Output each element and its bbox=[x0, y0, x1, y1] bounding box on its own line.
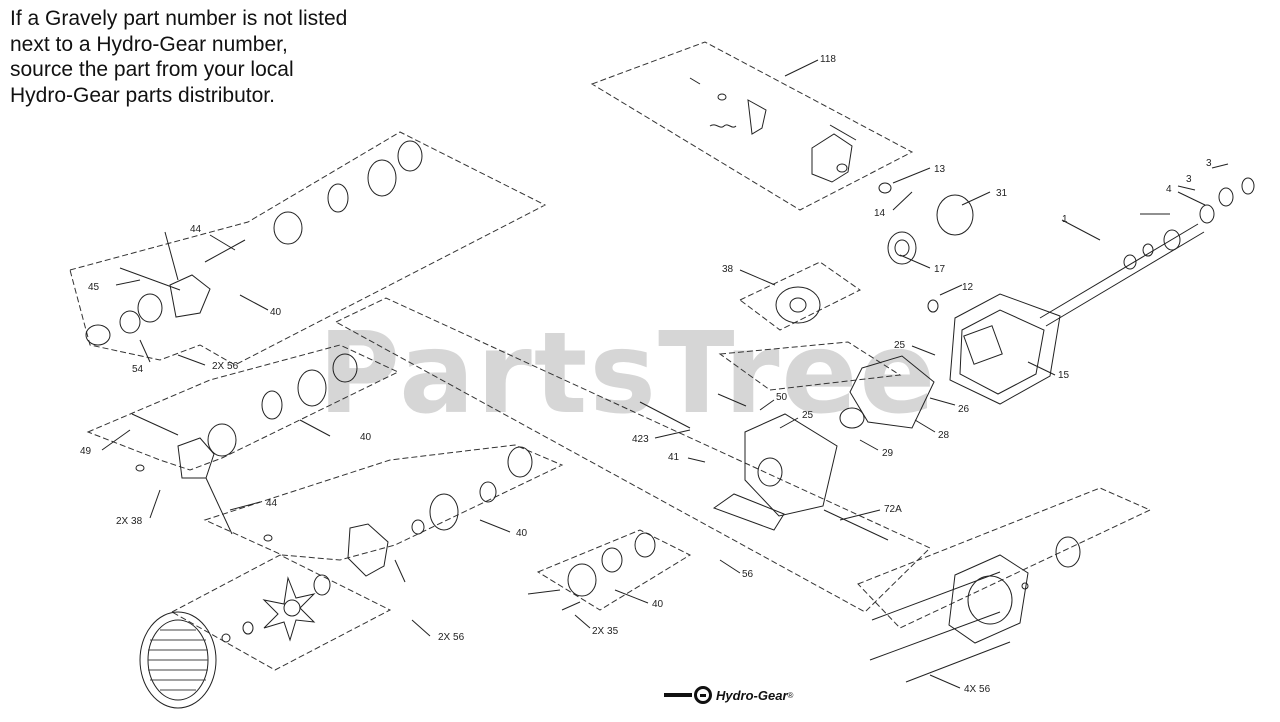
callout-3-top: 3 bbox=[1206, 158, 1212, 169]
logo-bar-icon bbox=[664, 693, 692, 697]
main-housing bbox=[949, 293, 1061, 405]
callout-40-middle: 40 bbox=[360, 432, 372, 443]
boundary-bottom-center bbox=[536, 529, 692, 611]
callout-labels: 118 13 14 31 3 3 4 1 17 38 12 25 15 26 2… bbox=[80, 54, 1212, 695]
callout-4: 4 bbox=[1166, 184, 1172, 195]
center-parts bbox=[639, 286, 935, 541]
callout-29: 29 bbox=[882, 448, 894, 459]
callout-15: 15 bbox=[1058, 370, 1070, 381]
callout-13: 13 bbox=[934, 164, 946, 175]
callout-14: 14 bbox=[874, 208, 886, 219]
left-middle-parts bbox=[131, 353, 358, 535]
callout-40-bottom: 40 bbox=[652, 599, 664, 610]
callout-118: 118 bbox=[820, 54, 836, 65]
boundary-right-endcap bbox=[857, 487, 1152, 629]
callout-40-upper: 40 bbox=[270, 307, 282, 318]
notice-line: source the part from your local bbox=[10, 58, 294, 81]
callout-17: 17 bbox=[934, 264, 946, 275]
logo-swirl-icon bbox=[694, 686, 712, 704]
callout-41: 41 bbox=[668, 452, 680, 463]
registered-mark: ® bbox=[787, 690, 794, 700]
callout-4x56: 4X 56 bbox=[964, 684, 991, 695]
callout-26: 26 bbox=[958, 404, 970, 415]
callout-25-block: 25 bbox=[802, 410, 814, 421]
callout-56: 56 bbox=[742, 569, 754, 580]
input-shaft-assembly bbox=[887, 177, 1255, 327]
left-upper-parts bbox=[85, 140, 423, 346]
boundary-left-upper-assembly bbox=[69, 131, 547, 366]
linkage-parts bbox=[689, 77, 892, 194]
callout-28: 28 bbox=[938, 430, 950, 441]
callout-72a: 72A bbox=[884, 504, 902, 515]
callout-31: 31 bbox=[996, 188, 1008, 199]
boundary-left-middle-assembly bbox=[86, 344, 400, 471]
callout-40-lower: 40 bbox=[516, 528, 528, 539]
part-sourcing-notice: If a Gravely part number is not listed n… bbox=[10, 6, 480, 108]
notice-line: next to a Hydro-Gear number, bbox=[10, 32, 288, 56]
callout-423: 423 bbox=[632, 434, 649, 445]
callout-49: 49 bbox=[80, 446, 92, 457]
left-lower-parts bbox=[263, 446, 533, 596]
callout-2x38: 2X 38 bbox=[116, 516, 143, 527]
callout-50: 50 bbox=[776, 392, 788, 403]
boundary-center-disk bbox=[739, 261, 861, 331]
boundary-fan-assembly bbox=[170, 554, 392, 671]
callout-25-upper: 25 bbox=[894, 340, 906, 351]
boundary-left-lower-assembly bbox=[203, 444, 564, 561]
notice-line: If a Gravely part number is not listed bbox=[10, 7, 348, 30]
parts-tree-watermark: PartsTree bbox=[318, 309, 937, 439]
callout-3: 3 bbox=[1186, 174, 1192, 185]
callout-2x35: 2X 35 bbox=[592, 626, 619, 637]
brand-name: Hydro-Gear bbox=[716, 687, 788, 703]
callout-45: 45 bbox=[88, 282, 100, 293]
fan-and-cover bbox=[139, 576, 316, 709]
callout-2x56-fan: 2X 56 bbox=[438, 632, 465, 643]
callout-54: 54 bbox=[132, 364, 144, 375]
callout-2x56-left: 2X 56 bbox=[212, 361, 239, 372]
notice-line: Hydro-Gear parts distributor. bbox=[10, 83, 275, 107]
end-cap-parts bbox=[527, 532, 1081, 683]
callout-44-lower: 44 bbox=[266, 498, 278, 509]
callout-44-upper: 44 bbox=[190, 224, 202, 235]
boundary-center-block bbox=[334, 297, 931, 613]
callout-38: 38 bbox=[722, 264, 734, 275]
hydro-gear-logo: Hydro-Gear ® bbox=[664, 684, 793, 706]
callout-1: 1 bbox=[1062, 214, 1068, 225]
boundary-gasket-area bbox=[718, 341, 902, 391]
callout-12: 12 bbox=[962, 282, 974, 293]
boundary-top-linkage bbox=[590, 41, 914, 211]
